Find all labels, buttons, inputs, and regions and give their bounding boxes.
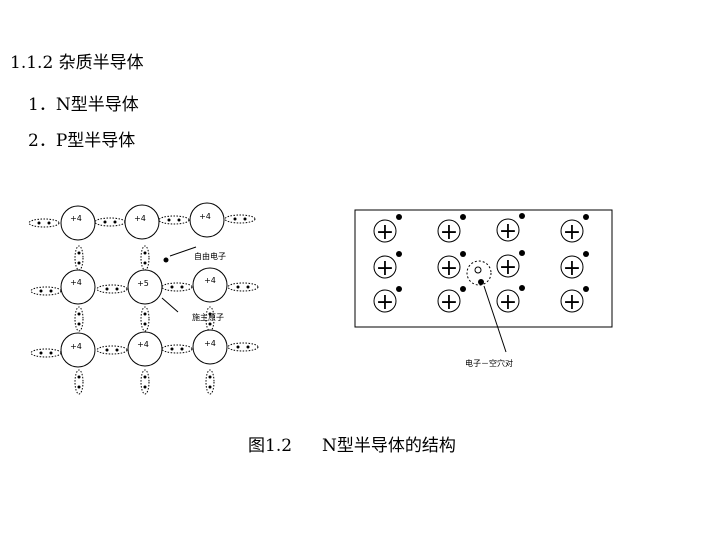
atom <box>192 329 228 365</box>
atom <box>127 331 163 367</box>
hole <box>474 266 482 274</box>
atom <box>192 267 228 303</box>
donor-ion <box>496 218 520 242</box>
ion-symbol: + <box>499 255 517 280</box>
crystal-diagram: + + + + + + + + + + + + 电子－空穴对 <box>354 209 613 368</box>
atom <box>60 332 96 368</box>
donor-ion <box>373 255 397 279</box>
donor-ion <box>373 289 397 313</box>
bond-pair <box>140 369 150 395</box>
pair-pointer <box>483 285 507 353</box>
bond-pair <box>30 286 62 296</box>
atom-label: +4 <box>70 214 82 223</box>
bond-pair <box>158 215 190 225</box>
ion-symbol: + <box>563 256 581 281</box>
electron-hole-pair-label: 电子－空穴对 <box>465 358 513 368</box>
section-title: 1.1.2 杂质半导体 <box>10 53 144 73</box>
bond-pair <box>227 342 259 352</box>
atom-labels: +4 +4 +4 +4 +5 +4 +4 +4 +4 <box>70 212 216 351</box>
ion-symbol: + <box>376 220 394 245</box>
atom-impurity <box>127 269 163 305</box>
bond-pair <box>205 369 215 395</box>
electron-dots <box>37 217 250 389</box>
donor-ion <box>496 254 520 278</box>
bond-pair <box>140 306 150 332</box>
atom-label-impurity: +5 <box>137 279 149 288</box>
bond-pair <box>74 369 84 395</box>
bond-pair <box>161 344 193 354</box>
free-electron-pointer <box>169 246 197 257</box>
donor-ion <box>437 219 461 243</box>
ion-symbol: + <box>563 220 581 245</box>
bond-pair <box>227 282 259 292</box>
donor-ion <box>560 255 584 279</box>
atom-label: +4 <box>199 212 211 221</box>
bond-pair <box>96 345 128 355</box>
free-electron <box>163 257 169 263</box>
bond-pair <box>30 348 62 358</box>
figure-caption: 图1.2 N型半导体的结构 <box>248 431 456 456</box>
bond-pair <box>94 217 126 227</box>
bond-pair <box>161 282 193 292</box>
donor-ion <box>496 289 520 313</box>
atom-label: +4 <box>204 339 216 348</box>
ion-symbol: + <box>499 219 517 244</box>
ion-symbol: + <box>563 290 581 315</box>
donor-ion <box>373 219 397 243</box>
bond-pair <box>224 214 256 224</box>
atom-label: +4 <box>137 340 149 349</box>
electron-hole-pair-ring <box>466 260 492 286</box>
ion-symbol: + <box>440 220 458 245</box>
atom-label: +4 <box>134 214 146 223</box>
ion-symbol: + <box>440 290 458 315</box>
bond-pair <box>140 245 150 271</box>
crystal-box <box>354 209 613 328</box>
donor-ion <box>560 219 584 243</box>
bond-pair <box>96 284 128 294</box>
atom-label: +4 <box>70 342 82 351</box>
atom <box>60 205 96 241</box>
ion-symbol: + <box>499 290 517 315</box>
bond-pair <box>74 306 84 332</box>
donor-ion <box>560 289 584 313</box>
atom-label: +4 <box>204 276 216 285</box>
donor-ion <box>437 255 461 279</box>
atom <box>124 204 160 240</box>
atom-label: +4 <box>70 278 82 287</box>
atom <box>189 202 225 238</box>
ion-symbol: + <box>376 256 394 281</box>
bond-pair <box>28 218 60 228</box>
ion-symbol: + <box>440 256 458 281</box>
list-item-p-type: 2．P型半导体 <box>28 131 136 151</box>
figure-caption-text: N型半导体的结构 <box>322 436 456 456</box>
donor-atom-label: 施主原子 <box>192 312 224 322</box>
donor-pointer <box>161 297 179 313</box>
list-item-n-type: 1．N型半导体 <box>28 95 139 115</box>
figure-number: 图1.2 <box>248 436 293 456</box>
free-electrons <box>396 213 589 292</box>
pair-electron <box>478 279 484 285</box>
donor-ion <box>437 289 461 313</box>
ion-symbol: + <box>376 290 394 315</box>
bond-pair <box>74 245 84 271</box>
free-electron-label: 自由电子 <box>194 251 226 261</box>
atom <box>60 269 96 305</box>
lattice-diagram <box>28 202 259 395</box>
